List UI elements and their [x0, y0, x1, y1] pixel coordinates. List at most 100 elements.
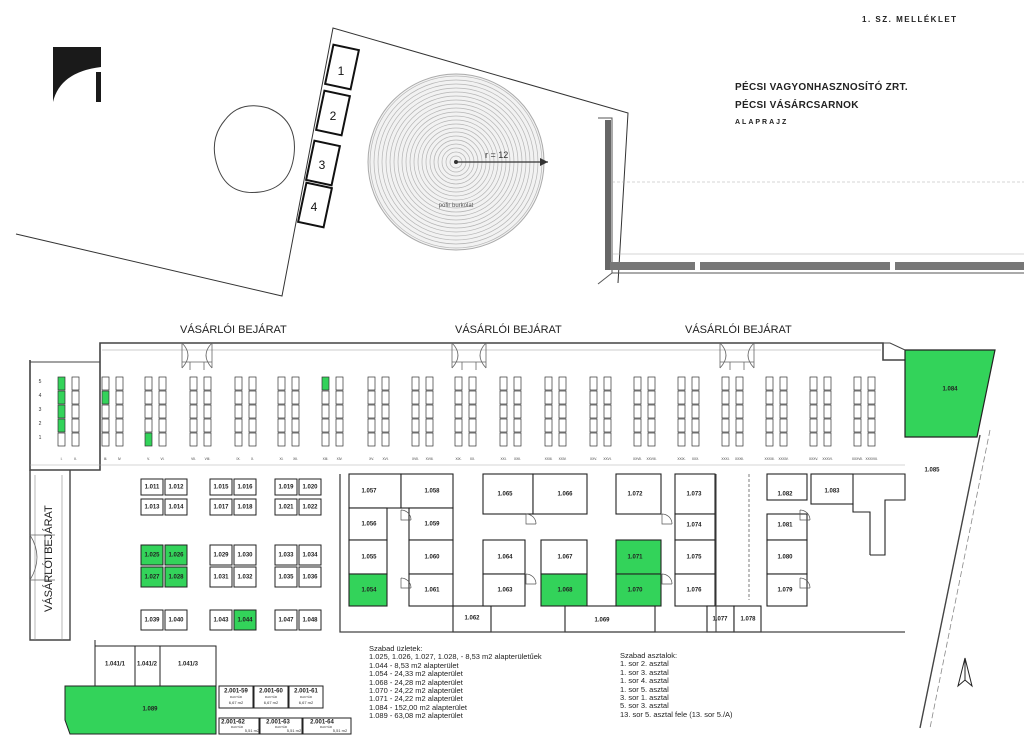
market-table[interactable]: [115, 432, 124, 447]
market-table[interactable]: [411, 432, 420, 447]
unit-1.076[interactable]: 1.076: [686, 588, 702, 594]
unit-1.025[interactable]: 1.025: [144, 553, 160, 559]
market-table[interactable]: [144, 404, 153, 419]
unit-1.055[interactable]: 1.055: [361, 555, 377, 561]
market-table[interactable]: [779, 404, 788, 419]
market-table[interactable]: [454, 376, 463, 391]
market-table[interactable]: [633, 418, 642, 433]
market-table[interactable]: [425, 390, 434, 405]
unit-1.063[interactable]: 1.063: [497, 588, 513, 594]
market-table[interactable]: [853, 376, 862, 391]
market-table[interactable]: [381, 390, 390, 405]
market-table[interactable]: [647, 376, 656, 391]
market-table[interactable]: [367, 432, 376, 447]
unit-1.018[interactable]: 1.018: [237, 505, 253, 511]
market-table[interactable]: [691, 404, 700, 419]
unit-1.027[interactable]: 1.027: [144, 575, 160, 581]
market-table[interactable]: [248, 404, 257, 419]
market-table[interactable]: [677, 418, 686, 433]
unit-1.013[interactable]: 1.013: [144, 505, 160, 511]
market-table[interactable]: [853, 404, 862, 419]
market-table[interactable]: [189, 390, 198, 405]
market-table[interactable]: [203, 418, 212, 433]
market-table[interactable]: [544, 404, 553, 419]
market-table[interactable]: [677, 390, 686, 405]
market-table[interactable]: [367, 418, 376, 433]
market-table[interactable]: [291, 376, 300, 391]
market-table[interactable]: [248, 418, 257, 433]
market-table[interactable]: [454, 404, 463, 419]
market-table[interactable]: [735, 432, 744, 447]
market-table[interactable]: [189, 376, 198, 391]
market-table[interactable]: [144, 390, 153, 405]
market-table[interactable]: [158, 390, 167, 405]
market-table[interactable]: [853, 418, 862, 433]
market-table[interactable]: [677, 404, 686, 419]
market-table[interactable]: [454, 432, 463, 447]
market-table[interactable]: [234, 390, 243, 405]
market-table[interactable]: [158, 432, 167, 447]
unit-1.079[interactable]: 1.079: [777, 588, 793, 594]
unit-1.026[interactable]: 1.026: [168, 553, 184, 559]
market-table[interactable]: [71, 376, 80, 391]
market-table[interactable]: [779, 376, 788, 391]
market-table[interactable]: [234, 418, 243, 433]
unit-1.075[interactable]: 1.075: [686, 555, 702, 561]
market-table[interactable]: [513, 376, 522, 391]
market-table[interactable]: [71, 390, 80, 405]
market-table[interactable]: [721, 432, 730, 447]
market-table[interactable]: [321, 432, 330, 447]
unit-1.031[interactable]: 1.031: [213, 575, 229, 581]
market-table[interactable]: [277, 418, 286, 433]
market-table[interactable]: [115, 376, 124, 391]
market-table[interactable]: [189, 432, 198, 447]
unit-1.061[interactable]: 1.061: [424, 588, 440, 594]
market-table[interactable]: [691, 376, 700, 391]
unit-1.034[interactable]: 1.034: [302, 553, 318, 559]
market-table[interactable]: [809, 418, 818, 433]
market-table[interactable]: [691, 432, 700, 447]
market-table[interactable]: [867, 390, 876, 405]
market-table[interactable]: [544, 390, 553, 405]
market-table[interactable]: [603, 390, 612, 405]
market-table[interactable]: [468, 376, 477, 391]
unit-1.083[interactable]: 1.083: [824, 489, 840, 495]
market-table[interactable]: [335, 418, 344, 433]
market-table[interactable]: [721, 404, 730, 419]
market-table[interactable]: [291, 404, 300, 419]
unit-1.069[interactable]: 1.069: [594, 618, 610, 624]
market-table[interactable]: [291, 390, 300, 405]
market-table[interactable]: [248, 432, 257, 447]
market-table[interactable]: [57, 418, 66, 433]
market-table[interactable]: [277, 376, 286, 391]
market-table[interactable]: [779, 390, 788, 405]
market-table[interactable]: [454, 390, 463, 405]
market-table[interactable]: [823, 418, 832, 433]
market-table[interactable]: [765, 418, 774, 433]
market-table[interactable]: [677, 432, 686, 447]
market-table[interactable]: [335, 390, 344, 405]
market-table[interactable]: [513, 404, 522, 419]
unit-1.057[interactable]: 1.057: [361, 489, 377, 495]
market-table[interactable]: [248, 376, 257, 391]
market-table[interactable]: [291, 432, 300, 447]
market-table[interactable]: [558, 418, 567, 433]
market-table[interactable]: [189, 404, 198, 419]
market-table[interactable]: [735, 390, 744, 405]
market-table[interactable]: [867, 432, 876, 447]
market-table[interactable]: [381, 432, 390, 447]
market-table[interactable]: [647, 404, 656, 419]
market-table[interactable]: [468, 432, 477, 447]
market-table[interactable]: [335, 376, 344, 391]
market-table[interactable]: [677, 376, 686, 391]
market-table[interactable]: [823, 432, 832, 447]
market-table[interactable]: [425, 376, 434, 391]
market-table[interactable]: [867, 418, 876, 433]
market-table[interactable]: [544, 432, 553, 447]
market-table[interactable]: [189, 418, 198, 433]
unit-2.001-60[interactable]: 2.001-60: [259, 689, 283, 695]
market-table[interactable]: [321, 376, 330, 391]
market-table[interactable]: [158, 376, 167, 391]
unit-1.089[interactable]: 1.089: [142, 707, 158, 713]
unit-1.080[interactable]: 1.080: [777, 555, 793, 561]
